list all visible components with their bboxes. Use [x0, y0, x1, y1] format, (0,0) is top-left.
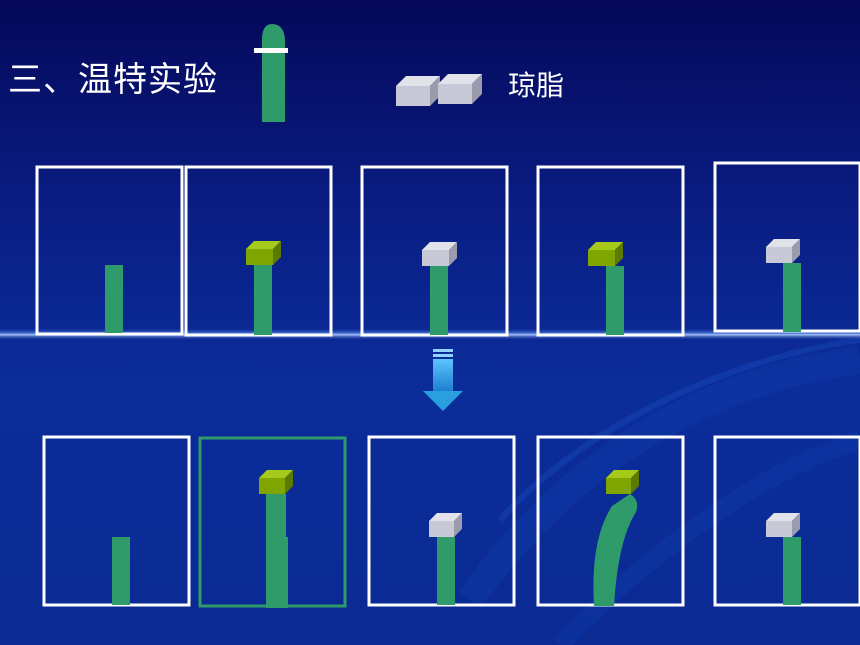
bottom-panel-3	[367, 435, 516, 607]
top-panel-4	[536, 165, 685, 337]
agar-block	[429, 513, 462, 537]
coleoptile	[112, 537, 130, 605]
coleoptile	[606, 266, 624, 335]
agar-blocks-icon	[396, 74, 482, 106]
tip-on-agar-block	[246, 241, 281, 265]
top-panel-5	[713, 161, 860, 333]
agar-block	[422, 242, 457, 266]
coleoptile	[430, 266, 448, 335]
agar-block	[766, 513, 800, 537]
coleoptile	[783, 537, 801, 605]
coleoptile	[783, 263, 801, 332]
tip-on-agar-block	[588, 242, 623, 266]
agar-block	[766, 239, 800, 263]
top-panel-1	[35, 165, 184, 336]
coleoptile	[254, 265, 272, 335]
background-swoosh	[458, 337, 860, 645]
top-panel-3	[360, 165, 509, 337]
tip-on-agar-block	[606, 470, 639, 494]
tip-on-agar-block	[259, 470, 293, 494]
bottom-panel-1	[42, 435, 191, 607]
coleoptile	[105, 265, 123, 333]
down-arrow-icon	[423, 349, 463, 411]
agar-label: 琼脂	[508, 69, 565, 102]
bent-coleoptile	[593, 494, 638, 606]
bottom-panel-5	[713, 435, 860, 607]
slide-title: 三、温特实验	[8, 60, 218, 100]
bottom-panel-2	[198, 436, 347, 608]
bottom-panel-4	[536, 435, 685, 607]
coleoptile	[437, 537, 455, 605]
coleoptile	[266, 537, 288, 608]
coleoptile-tip-icon	[254, 24, 288, 122]
coleoptile-growth	[266, 494, 286, 537]
top-panel-2	[184, 165, 333, 337]
